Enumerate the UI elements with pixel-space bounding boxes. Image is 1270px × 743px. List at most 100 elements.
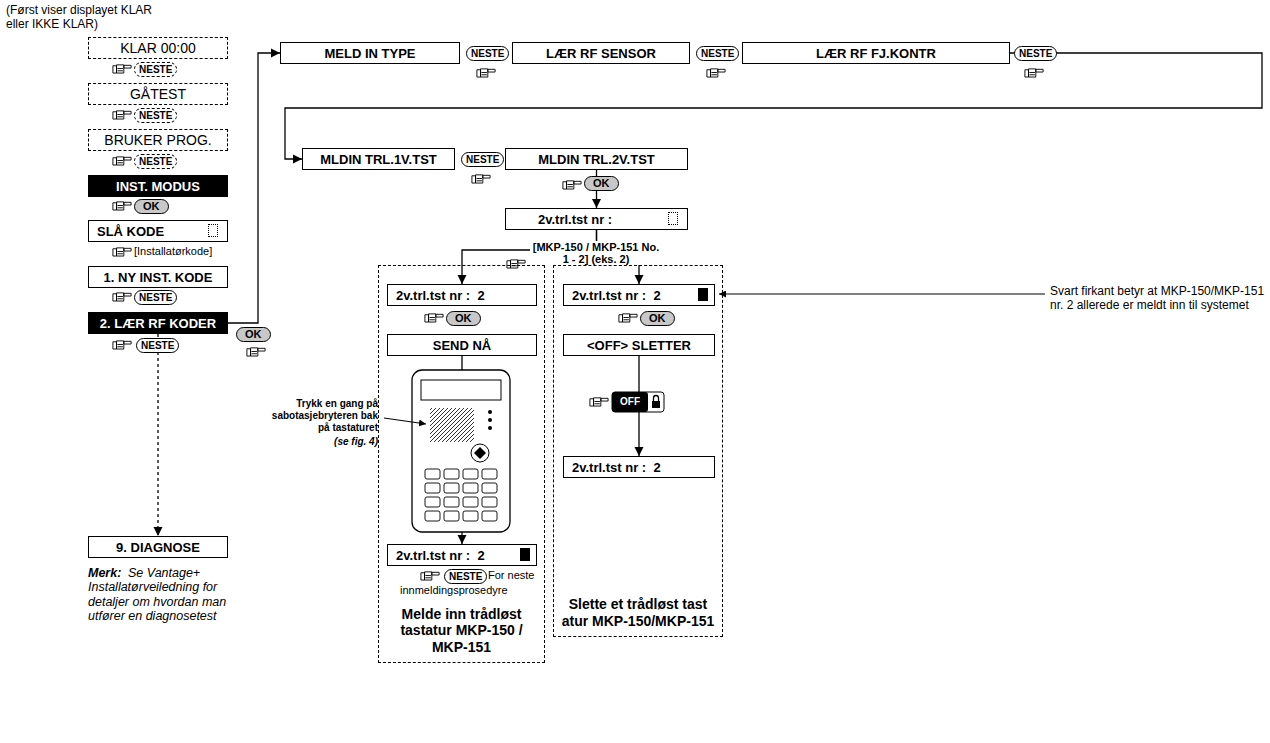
hand-icon xyxy=(421,572,439,580)
lock-shackle xyxy=(654,396,659,402)
menu-box: LÆR RF FJ.KONTR xyxy=(742,42,1010,64)
keypad-led xyxy=(488,410,492,414)
hand-icon xyxy=(113,341,131,349)
box-label: SLÅ KODE xyxy=(97,224,164,239)
box-label: MELD IN TYPE xyxy=(324,46,415,61)
key-button: NESTE xyxy=(134,290,177,305)
key-button: OK xyxy=(640,311,675,326)
key-button: NESTE xyxy=(1014,46,1057,61)
key-button: NESTE xyxy=(466,46,509,61)
procedure-region: Slette et trådløst tast atur MKP-150/MKP… xyxy=(553,265,723,637)
keypad-body xyxy=(412,370,510,532)
box-label: INST. MODUS xyxy=(116,179,200,194)
enrolled-marker xyxy=(698,288,708,301)
display-box: 2v.trl.tst nr : xyxy=(505,208,688,230)
keypad-led xyxy=(488,418,492,422)
hand-icon xyxy=(425,314,443,322)
display-box: <OFF> SLETTER xyxy=(563,334,715,356)
hand-icon xyxy=(113,157,131,165)
box-label: GÅTEST xyxy=(130,86,186,102)
note-text: (se fig. 4) xyxy=(270,436,378,448)
key-button: NESTE xyxy=(134,108,177,123)
note-text: (Først viser displayet KLAR eller IKKE K… xyxy=(6,4,166,32)
keypad-nav-mark xyxy=(474,447,486,459)
box-label: 2v.trl.tst nr : 2 xyxy=(572,460,661,475)
box-label: MLDIN TRL.1V.TST xyxy=(320,152,437,167)
key-button: OK xyxy=(134,199,169,214)
hand-icon xyxy=(472,175,490,183)
key-button: NESTE xyxy=(444,569,487,584)
key-button: NESTE xyxy=(134,154,177,169)
menu-box: MLDIN TRL.2V.TST xyxy=(505,148,688,170)
hand-icon xyxy=(707,69,725,77)
menu-box: LÆR RF SENSOR xyxy=(512,42,690,64)
key-button: NESTE xyxy=(134,62,177,77)
box-label: 2v.trl.tst nr : 2 xyxy=(396,548,485,563)
note-text: Merk: xyxy=(88,566,121,580)
keypad-illustration xyxy=(412,370,510,532)
hand-icon xyxy=(113,111,131,119)
display-box: 2v.trl.tst nr : 2 xyxy=(563,456,715,478)
hand-icon xyxy=(247,348,265,356)
leader-line xyxy=(384,418,426,424)
region-caption: Melde inn trådløst tastatur MKP-150 / MK… xyxy=(383,606,540,656)
hand-icon xyxy=(113,202,131,210)
box-label: KLAR 00:00 xyxy=(120,40,196,56)
off-button xyxy=(612,392,664,412)
menu-box: MLDIN TRL.1V.TST xyxy=(302,148,455,170)
box-label: 2. LÆR RF KODER xyxy=(100,316,216,331)
hand-icon xyxy=(113,293,131,301)
keypad-speaker xyxy=(430,408,474,442)
keypad-keys xyxy=(424,468,500,524)
note-text: Trykk en gang på sabotasjebryteren bak p… xyxy=(270,398,378,434)
lock-body xyxy=(652,401,660,408)
keypad-led xyxy=(488,426,492,430)
key-button: OK xyxy=(446,311,481,326)
hand-icon xyxy=(563,181,581,189)
display-step: GÅTEST xyxy=(88,83,228,105)
box-label: LÆR RF FJ.KONTR xyxy=(816,46,936,61)
input-field-marker xyxy=(668,212,678,225)
note-text: For neste innmeldingsprosedyre xyxy=(400,568,540,598)
hand-icon xyxy=(113,248,131,256)
keypad-display xyxy=(421,380,501,400)
enrolled-marker xyxy=(520,548,530,561)
box-label: BRUKER PROG. xyxy=(104,132,211,148)
hand-icon xyxy=(590,398,608,406)
box-label: MLDIN TRL.2V.TST xyxy=(538,152,655,167)
menu-box: 1. NY INST. KODE xyxy=(88,266,228,288)
menu-box: 2. LÆR RF KODER xyxy=(88,312,228,334)
key-button: NESTE xyxy=(696,46,739,61)
box-label: LÆR RF SENSOR xyxy=(546,46,656,61)
leader-line xyxy=(719,294,1045,295)
flow-arrow xyxy=(228,53,280,323)
hand-icon xyxy=(477,69,495,77)
display-step: KLAR 00:00 xyxy=(88,37,228,59)
off-button-icon xyxy=(612,392,664,412)
display-box: 2v.trl.tst nr : 2 xyxy=(387,544,537,566)
note-text: Se Vantage+ Installatørveiledning for de… xyxy=(88,566,233,624)
display-box: SEND NÅ xyxy=(387,334,537,356)
input-field-marker xyxy=(208,224,218,237)
button-text: OFF xyxy=(612,395,648,409)
key-button: OK xyxy=(584,176,619,191)
region-caption: Slette et trådløst tast atur MKP-150/MKP… xyxy=(558,596,718,630)
box-label: 9. DIAGNOSE xyxy=(116,540,200,555)
display-box: 2v.trl.tst nr : 2 xyxy=(563,284,715,306)
key-button: OK xyxy=(236,327,271,342)
key-button: NESTE xyxy=(136,338,179,353)
box-label: 1. NY INST. KODE xyxy=(104,270,213,285)
box-label: <OFF> SLETTER xyxy=(587,338,691,353)
menu-box: SLÅ KODE xyxy=(88,220,228,242)
branch-label: [MKP-150 / MKP-151 No. 1 - 2] (eks. 2) xyxy=(530,241,662,265)
display-step: BRUKER PROG. xyxy=(88,129,228,151)
box-label: 2v.trl.tst nr : 2 xyxy=(396,288,485,303)
flow-arrow xyxy=(285,53,1262,159)
box-label: 2v.trl.tst nr : 2 xyxy=(572,288,661,303)
display-box: 2v.trl.tst nr : 2 xyxy=(387,284,537,306)
box-label: 2v.trl.tst nr : xyxy=(538,212,612,227)
menu-box: INST. MODUS xyxy=(88,175,228,197)
off-button-face xyxy=(612,392,648,412)
